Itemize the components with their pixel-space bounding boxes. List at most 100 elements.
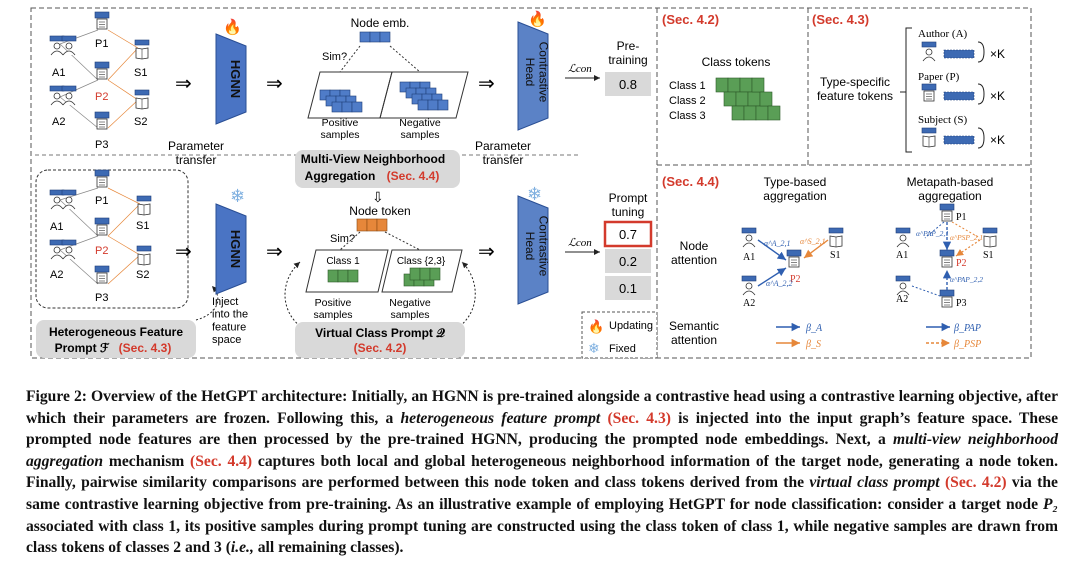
legend-fixed: Fixed xyxy=(609,343,636,355)
lcon-label: ℒcon xyxy=(568,237,592,249)
caption-ie: i.e., xyxy=(230,539,254,557)
alpha-psp21: α^PSP_2,1 xyxy=(950,233,983,242)
arrow-icon: ⇒ xyxy=(478,73,495,95)
semantic-attention-legend: β_A β_S β_PAP β_PSP xyxy=(776,322,981,350)
hgnn-label: HGNN xyxy=(228,230,243,268)
node-label-p2: P2 xyxy=(95,91,108,103)
hgnn-label: HGNN xyxy=(228,60,243,98)
node-label-p3: P3 xyxy=(95,139,108,151)
type-based-graph: A1 S1 P2 A2 α^A_2,1 α^S_2,1 α^A_2,2 xyxy=(741,227,844,309)
caption-part6: associated with class 1, its positive sa… xyxy=(26,517,1058,557)
caption-term2: multi-view neighborhood aggregation xyxy=(26,431,1058,470)
down-arrow-icon: ⇩ xyxy=(372,189,384,205)
vcp-title: Virtual Class Prompt 𝒬 xyxy=(315,326,445,340)
caption-ref3: (Sec. 4.2) xyxy=(944,474,1007,492)
hetgpt-architecture-figure: P1 A1 S1 P2 A2 S2 P3 ⇒ HGNN 🔥 ⇒ Node emb… xyxy=(30,7,1032,359)
type-paper: Paper (P) xyxy=(918,71,960,83)
node-label-s2: S2 xyxy=(136,269,149,281)
node-s1: S1 xyxy=(983,250,994,261)
caption-part3: mechanism xyxy=(103,452,191,470)
subject-feature-tokens: ×K xyxy=(921,127,1005,149)
node-a2: A2 xyxy=(896,294,908,305)
node-a2: A2 xyxy=(743,298,755,309)
caption-node: P₂ xyxy=(1043,495,1058,513)
class-3-label: Class 3 xyxy=(669,110,706,122)
node-label-p2: P2 xyxy=(95,245,108,257)
type-author: Author (A) xyxy=(918,28,968,40)
node-label-a2: A2 xyxy=(52,116,65,128)
beta-psp: β_PSP xyxy=(953,339,981,350)
node-label-p1: P1 xyxy=(95,195,108,207)
head-label: ContrastiveHead xyxy=(523,42,551,103)
node-s1: S1 xyxy=(830,250,841,261)
flame-icon: 🔥 xyxy=(223,18,242,36)
caption-part7: all remaining classes). xyxy=(253,539,404,557)
sec43-ref: (Sec. 4.3) xyxy=(812,12,869,27)
caption-ref2: (Sec. 4.4) xyxy=(190,452,253,470)
beta-pap: β_PAP xyxy=(953,323,981,334)
node-token-label: Node token xyxy=(349,204,410,218)
caption-term3: virtual class prompt xyxy=(809,474,940,492)
node-label-s1: S1 xyxy=(134,67,147,79)
alpha-s21: α^S_2,1 xyxy=(800,237,826,246)
snowflake-icon: ❄ xyxy=(527,184,542,204)
caption-prefix: Figure 2: Overview of the HetGPT archite… xyxy=(26,388,1058,427)
pretrain-score-box xyxy=(605,72,651,96)
mult-k: ×K xyxy=(990,133,1005,147)
figure-caption: Figure 2: Overview of the HetGPT archite… xyxy=(26,386,1058,559)
node-p2: P2 xyxy=(790,274,801,285)
mult-k: ×K xyxy=(990,89,1005,103)
arrow-icon: ⇒ xyxy=(175,73,192,95)
arrow-icon: ⇒ xyxy=(266,241,283,263)
score-2: 0.2 xyxy=(619,254,637,269)
score-box-3 xyxy=(605,276,651,300)
node-label-p1: P1 xyxy=(95,38,108,50)
prompt-graph: P1 A1 S1 P2 A2 S2 P3 xyxy=(49,169,152,304)
class1-label: Class 1 xyxy=(326,256,360,267)
paper-feature-tokens: ×K xyxy=(921,83,1005,105)
mvna-ref: (Sec. 4.4) xyxy=(387,169,440,183)
sec44-ref: (Sec. 4.4) xyxy=(662,174,719,189)
flame-icon: 🔥 xyxy=(588,319,604,334)
score-1: 0.7 xyxy=(619,227,637,242)
class-1-label: Class 1 xyxy=(669,80,706,92)
caption-part2: is injected into the input graph’s featu… xyxy=(26,409,1059,449)
metapath-based-graph: P1 A1 S1 P2 A2 P3 α^PAP_2,1 α^PSP_2,1 α^… xyxy=(895,203,998,309)
node-p3: P3 xyxy=(956,298,967,309)
sec42-ref: (Sec. 4.2) xyxy=(662,12,719,27)
caption-ref1: (Sec. 4.3) xyxy=(607,409,671,427)
hgnn-pretrain: HGNN 🔥 xyxy=(215,18,247,125)
node-label-p3: P3 xyxy=(95,292,108,304)
node-emb-label: Node emb. xyxy=(351,16,410,30)
node-p1: P1 xyxy=(956,212,967,223)
node-label-a1: A1 xyxy=(50,221,63,233)
node-label-a1: A1 xyxy=(52,67,65,79)
caption-part5: via the same contrastive learning object… xyxy=(26,474,1058,513)
prompt-sim-block: Node token Sim? Class 1 Class {2,3} Posi… xyxy=(305,204,463,321)
mvna-title2: Aggregation xyxy=(305,169,376,183)
vcp-ref: (Sec. 4.2) xyxy=(354,341,407,355)
class-tokens-title: Class tokens xyxy=(702,55,771,69)
score-box-2 xyxy=(605,249,651,273)
node-label-a2: A2 xyxy=(50,269,63,281)
snowflake-icon: ❄ xyxy=(588,340,600,356)
hfp-title2: Prompt ℱ xyxy=(55,341,110,355)
sim-label: Sim? xyxy=(322,51,347,63)
node-a1: A1 xyxy=(743,252,755,263)
pretraining-label: Pre-training xyxy=(608,39,647,67)
node-a1: A1 xyxy=(896,250,908,261)
contrastive-head-pretrain: ContrastiveHead 🔥 xyxy=(517,10,551,131)
lcon-label: ℒcon xyxy=(568,63,592,75)
alpha-pap22: α^PAP_2,2 xyxy=(950,275,983,284)
alpha-a22: α^A_2,2 xyxy=(766,279,792,288)
flame-icon: 🔥 xyxy=(528,10,547,28)
